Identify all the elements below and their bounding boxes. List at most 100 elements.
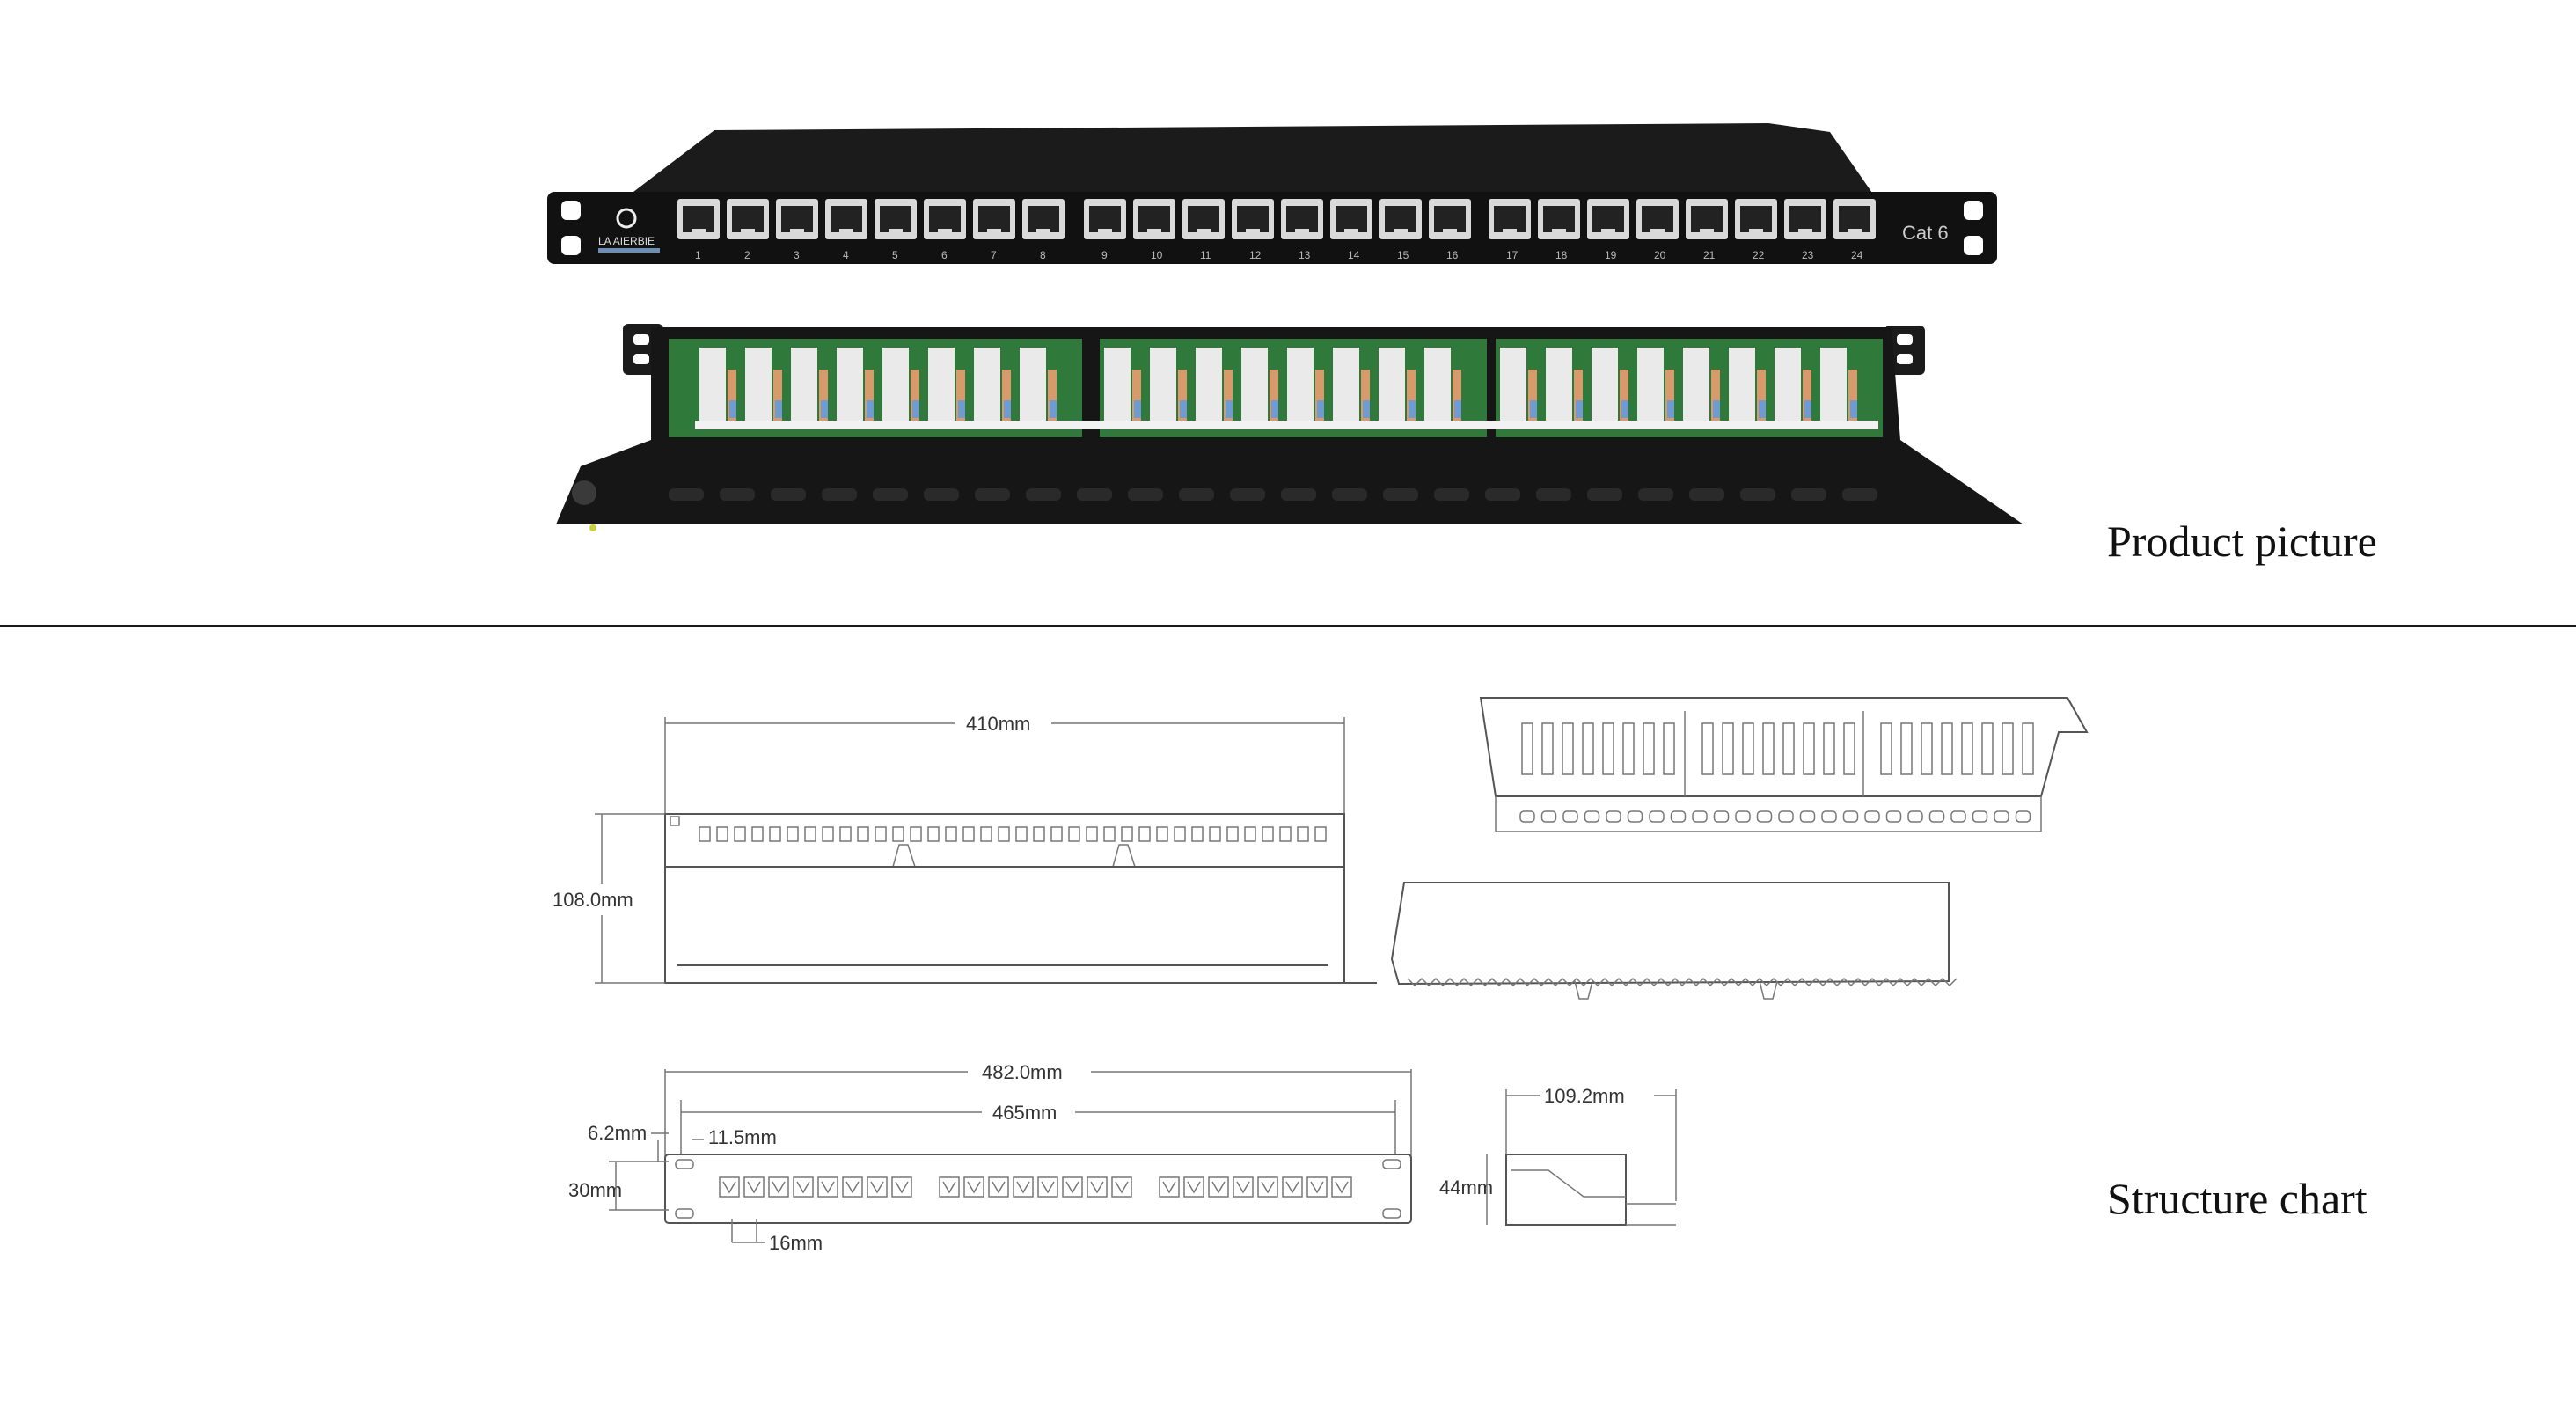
cable-slot: [822, 488, 857, 501]
keystone-module-icon: [928, 348, 965, 429]
module-outline: [1823, 722, 1835, 775]
cable-slot-row: [669, 488, 1877, 501]
module-outline: [1880, 722, 1892, 775]
port-outline: [1033, 826, 1045, 842]
keystone-module-icon: [791, 348, 828, 429]
port-number-label: 12: [1249, 249, 1262, 261]
slot-outline: [1562, 810, 1578, 823]
module-outline: [2022, 722, 2034, 775]
module-outline: [1622, 722, 1635, 775]
port-face-outline: [891, 1176, 912, 1198]
keystone-module-icon: [1729, 348, 1766, 429]
keystone-module-icon: [1333, 348, 1370, 429]
keystone-module-icon: [882, 348, 919, 429]
slot-outline: [1885, 810, 1902, 823]
keystone-module-icon: [699, 348, 736, 429]
caption-structure-chart: Structure chart: [2107, 1174, 2367, 1223]
module-outline: [1562, 722, 1574, 775]
module-outline: [1742, 722, 1754, 775]
port-face-outline: [1257, 1176, 1278, 1198]
cable-slot: [1077, 488, 1112, 501]
rj45-port-icon: [1686, 199, 1728, 239]
cable-slot: [1434, 488, 1469, 501]
cable-slot: [873, 488, 908, 501]
slot-outline: [1950, 810, 1966, 823]
port-face-outline: [719, 1176, 740, 1198]
port-number-label: 20: [1654, 249, 1666, 261]
rj45-port-icon: [1281, 199, 1323, 239]
cable-slot: [1128, 488, 1163, 501]
port-face-outline: [1183, 1176, 1204, 1198]
slot-outline: [1778, 810, 1794, 823]
slot-outline: [1584, 810, 1600, 823]
rj45-port-icon: [924, 199, 966, 239]
port-outline: [1279, 826, 1292, 842]
keystone-module-icon: [1150, 348, 1187, 429]
rj45-port-icon: [875, 199, 917, 239]
keystone-module-icon: [1546, 348, 1583, 429]
port-face-outline: [867, 1176, 888, 1198]
drawing-side-profile: 109.2mm 44mm: [1439, 1085, 1677, 1226]
cable-slot: [1689, 488, 1724, 501]
port-outline: [1191, 826, 1204, 842]
rj45-port-icon: [1022, 199, 1065, 239]
port-outline: [716, 826, 728, 842]
module-outline: [1981, 722, 1994, 775]
slot-outline: [1649, 810, 1665, 823]
keystone-module-icon: [745, 348, 782, 429]
port-outline: [787, 826, 799, 842]
drawing-rear-isometric: [1479, 697, 2089, 832]
brand-logo-icon: [616, 208, 637, 229]
port-number-label: 17: [1506, 249, 1519, 261]
slot-outline: [1519, 810, 1535, 823]
module-outline: [1521, 722, 1533, 775]
port-face-outline: [1282, 1176, 1303, 1198]
port-number-label: 16: [1446, 249, 1459, 261]
dim-depth-side: 109.2mm: [1544, 1085, 1625, 1107]
port-outline: [1015, 826, 1028, 842]
port-face-outline: [1233, 1176, 1254, 1198]
port-number-label: 18: [1555, 249, 1568, 261]
keystone-module-row: [695, 348, 1878, 429]
port-number-label: 15: [1397, 249, 1409, 261]
module-outline: [1921, 722, 1933, 775]
cable-slot: [1230, 488, 1265, 501]
slot-outline: [1799, 810, 1816, 823]
port-outline: [769, 826, 781, 842]
module-outline: [1643, 722, 1655, 775]
keystone-module-icon: [1020, 348, 1057, 429]
port-face-outline: [1062, 1176, 1083, 1198]
dim-ear-hole: 11.5mm: [708, 1126, 777, 1148]
port-outline: [751, 826, 764, 842]
section-divider: [0, 625, 2576, 627]
module-outline: [1541, 722, 1554, 775]
rj45-port-icon: [1636, 199, 1679, 239]
rj45-port-icon: [1833, 199, 1876, 239]
port-outline: [1086, 826, 1098, 842]
port-outline: [945, 826, 957, 842]
module-outline: [1722, 722, 1734, 775]
port-outline: [980, 826, 992, 842]
slot-outline: [1842, 810, 1859, 823]
rj45-port-icon: [1489, 199, 1531, 239]
category-label: Cat 6: [1902, 222, 1949, 244]
module-outline: [1803, 722, 1815, 775]
rj45-port-icon: [776, 199, 818, 239]
cable-slot: [1536, 488, 1571, 501]
rj45-port-icon: [1379, 199, 1422, 239]
port-number-label: 21: [1703, 249, 1716, 261]
cable-slot: [1026, 488, 1061, 501]
port-outline: [927, 826, 940, 842]
drawing-module-row: [1521, 722, 2034, 775]
rj45-port-icon: [973, 199, 1015, 239]
dim-height-side: 44mm: [1439, 1176, 1493, 1198]
port-outline: [1068, 826, 1080, 842]
port-outline: [910, 826, 922, 842]
slot-outline: [1627, 810, 1643, 823]
port-number-label: 19: [1605, 249, 1617, 261]
keystone-module-icon: [1424, 348, 1461, 429]
port-face-outline: [793, 1176, 814, 1198]
keystone-module-icon: [1196, 348, 1233, 429]
cable-slot: [720, 488, 755, 501]
